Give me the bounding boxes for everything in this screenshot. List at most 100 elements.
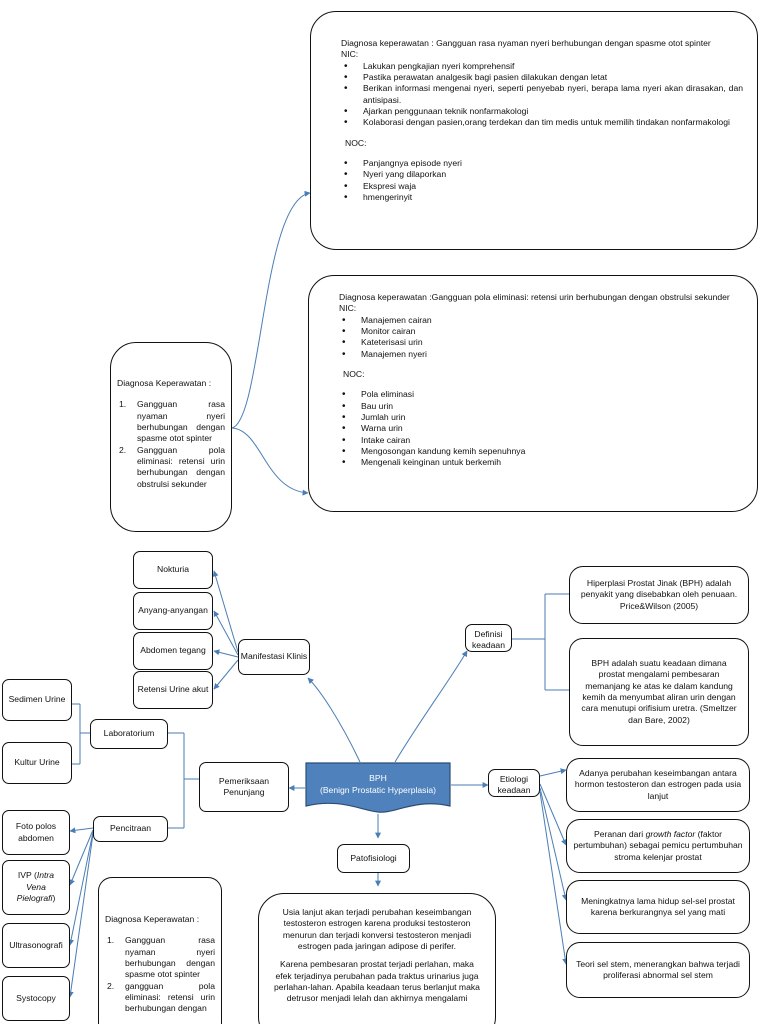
list-item: Nyeri yang dilaporkan — [341, 169, 743, 180]
definisi-node: Definisi keadaan — [465, 624, 512, 652]
patofisiologi-text-box: Usia lanjut akan terjadi perubahan kesei… — [258, 893, 496, 1024]
list-item: Lakukan pengkajian nyeri komprehensif — [341, 61, 743, 72]
eliminasi-careplan-title: Diagnosa keperawatan :Gangguan pola elim… — [339, 292, 730, 302]
diagnosa-upper-list: Gangguan rasa nyaman nyeri berhubungan d… — [117, 399, 225, 490]
laboratorium-node: Laboratorium — [90, 719, 168, 749]
definisi-item-2: BPH adalah suatu keadaan dimana prostat … — [569, 638, 749, 746]
pencitraan-item-foto-polos: Foto polos abdomen — [2, 810, 70, 855]
nyeri-noc-label: NOC: — [345, 137, 367, 148]
etiologi-item-2: Peranan dari growth factor (faktor pertu… — [566, 819, 750, 873]
etiologi-item-2-suffix: (faktor pertumbuhan) sebagai pemicu pert… — [573, 828, 743, 862]
list-item: Manajemen cairan — [339, 315, 743, 326]
manifestasi-klinis-node: Manifestasi Klinis — [238, 639, 310, 675]
pencitraan-item-systocopy: Systocopy — [2, 976, 70, 1021]
bph-central-node: BPH (Benign Prostatic Hyperplasia) — [305, 762, 451, 814]
list-item: Gangguan pola eliminasi: retensi urin be… — [119, 444, 225, 489]
etiologi-item-3: Meningkatnya lama hidup sel-sel prostat … — [566, 880, 750, 934]
list-item: Berikan informasi mengenai nyeri, sepert… — [341, 83, 743, 106]
etiologi-item-3-text: Meningkatnya lama hidup sel-sel prostat … — [581, 895, 735, 917]
nyeri-nic-label: NIC: — [341, 49, 359, 60]
diagnosa-lower-box: Diagnosa Keperawatan : Gangguan rasa nya… — [98, 877, 222, 1024]
lab-item-label: Sedimen Urine — [8, 694, 66, 705]
list-item: Gangguan rasa nyaman nyeri berhubungan d… — [107, 935, 215, 980]
patofisiologi-label: Patofisiologi — [350, 852, 397, 863]
etiologi-item-1-text: Adanya perubahan keseimbangan antara hor… — [574, 767, 742, 801]
connector-definisi-bracket — [512, 593, 569, 691]
pemeriksaan-node: Pemeriksaan Penunjang — [199, 762, 289, 812]
nyeri-careplan-title: Diagnosa keperawatan : Gangguan rasa nya… — [341, 38, 711, 48]
connector-etiologi-to-item2 — [539, 783, 567, 846]
connector-etiologi-to-item3 — [539, 787, 568, 901]
connector-manifestasi-to-retensi — [213, 659, 239, 690]
connector-bph-to-definisi — [394, 650, 468, 763]
manifestasi-item-label: Abdomen tegang — [140, 645, 206, 656]
connector-manifestasi-to-abdomen — [213, 649, 239, 658]
list-item: Kolaborasi dengan pasien,orang terdekan … — [341, 117, 743, 128]
list-item: Mengenali keinginan untuk berkemih — [339, 457, 743, 468]
manifestasi-item-abdomen: Abdomen tegang — [133, 632, 213, 670]
list-item: Panjangnya episode nyeri — [341, 158, 743, 169]
list-item: Ekspresi waja — [341, 181, 743, 192]
lab-item-kultur: Kultur Urine — [2, 742, 72, 784]
manifestasi-item-anyang: Anyang-anyangan — [133, 592, 213, 630]
eliminasi-noc-label: NOC: — [343, 369, 365, 380]
list-item: Manajemen nyeri — [339, 349, 743, 360]
list-item: Pola eliminasi — [339, 389, 743, 400]
pencitraan-item-label: Ultrasonografi — [9, 939, 63, 950]
bph-title: BPH — [369, 773, 387, 784]
laboratorium-label: Laboratorium — [103, 728, 155, 739]
list-item: Kateterisasi urin — [339, 337, 743, 348]
pencitraan-item-label: Foto polos abdomen — [15, 821, 57, 843]
list-item: Ajarkan penggunaan teknik nonfarmakologi — [341, 106, 743, 117]
list-item: Monitor cairan — [339, 326, 743, 337]
etiologi-item-4-text: Teori sel stem, menerangkan bahwa terjad… — [576, 958, 740, 980]
nyeri-nic-list: Lakukan pengkajian nyeri komprehensif Pa… — [341, 61, 743, 129]
pemeriksaan-label: Pemeriksaan Penunjang — [218, 775, 270, 797]
nyeri-careplan-box: Diagnosa keperawatan : Gangguan rasa nya… — [310, 11, 758, 250]
pencitraan-item-usg: Ultrasonografi — [2, 923, 70, 968]
pencitraan-item-label: IVP (Intra Vena Pielografi) — [7, 870, 65, 904]
manifestasi-item-nokturia: Nokturia — [133, 551, 213, 589]
manifestasi-klinis-label: Manifestasi Klinis — [240, 651, 308, 662]
eliminasi-nic-list: Manajemen cairan Monitor cairan Kateteri… — [339, 315, 743, 360]
list-item: Gangguan rasa nyaman nyeri berhubungan d… — [119, 399, 225, 444]
diagnosa-upper-box: Diagnosa Keperawatan : Gangguan rasa nya… — [110, 342, 232, 532]
list-item: Warna urin — [339, 423, 743, 434]
connector-etiologi-to-item4 — [539, 791, 569, 965]
ivp-suffix: ) — [52, 893, 56, 904]
manifestasi-item-retensi: Retensi Urine akut — [133, 671, 213, 709]
connector-diagnosa-to-nyeri — [231, 190, 311, 429]
diagnosa-upper-title: Diagnosa Keperawatan : — [117, 378, 212, 388]
connector-manifestasi-to-anyang — [213, 610, 239, 656]
bph-banner-shape — [305, 762, 451, 813]
list-item: Jumlah urin — [339, 412, 743, 423]
definisi-label: Definisi keadaan — [472, 629, 505, 651]
connector-etiologi-to-item1 — [539, 768, 567, 777]
eliminasi-noc-list: Pola eliminasi Bau urin Jumlah urin Warn… — [339, 389, 743, 468]
connector-manifestasi-to-nokturia — [212, 570, 239, 653]
connector-pencitraan-to-usg — [68, 831, 94, 946]
connector-pemeriksaan-bracket — [168, 732, 199, 829]
eliminasi-careplan-box: Diagnosa keperawatan :Gangguan pola elim… — [308, 275, 758, 512]
definisi-item-1: Hiperplasi Prostat Jinak (BPH) adalah pe… — [569, 566, 749, 624]
ivp-prefix: IVP ( — [17, 870, 37, 881]
list-item: hmengerinyit — [341, 192, 743, 203]
connector-bph-to-manifestasi — [307, 677, 361, 763]
etiologi-item-2-text: Peranan dari growth factor (faktor pertu… — [573, 829, 743, 863]
connector-pencitraan-to-ivp — [69, 829, 94, 886]
connector-pencitraan-to-foto — [69, 827, 94, 834]
pencitraan-item-label: Systocopy — [16, 992, 56, 1003]
patofisiologi-node: Patofisiologi — [337, 844, 410, 873]
pencitraan-label: Pencitraan — [109, 823, 152, 834]
lab-item-label: Kultur Urine — [14, 757, 60, 768]
definisi-item-1-text: Hiperplasi Prostat Jinak (BPH) adalah pe… — [580, 577, 738, 611]
etiologi-node: Etiologi keadaan — [488, 769, 540, 797]
connector-pencitraan-to-systocopy — [67, 833, 94, 998]
list-item: Pastika perawatan analgesik bagi pasien … — [341, 72, 743, 83]
eliminasi-nic-label: NIC: — [339, 303, 357, 314]
etiologi-label: Etiologi keadaan — [497, 774, 531, 796]
lab-item-sedimen: Sedimen Urine — [2, 679, 72, 721]
manifestasi-item-label: Anyang-anyangan — [138, 605, 208, 616]
connector-laboratorium-bracket — [72, 703, 90, 765]
list-item: Mengosongan kandung kemih sepenuhnya — [339, 446, 743, 457]
